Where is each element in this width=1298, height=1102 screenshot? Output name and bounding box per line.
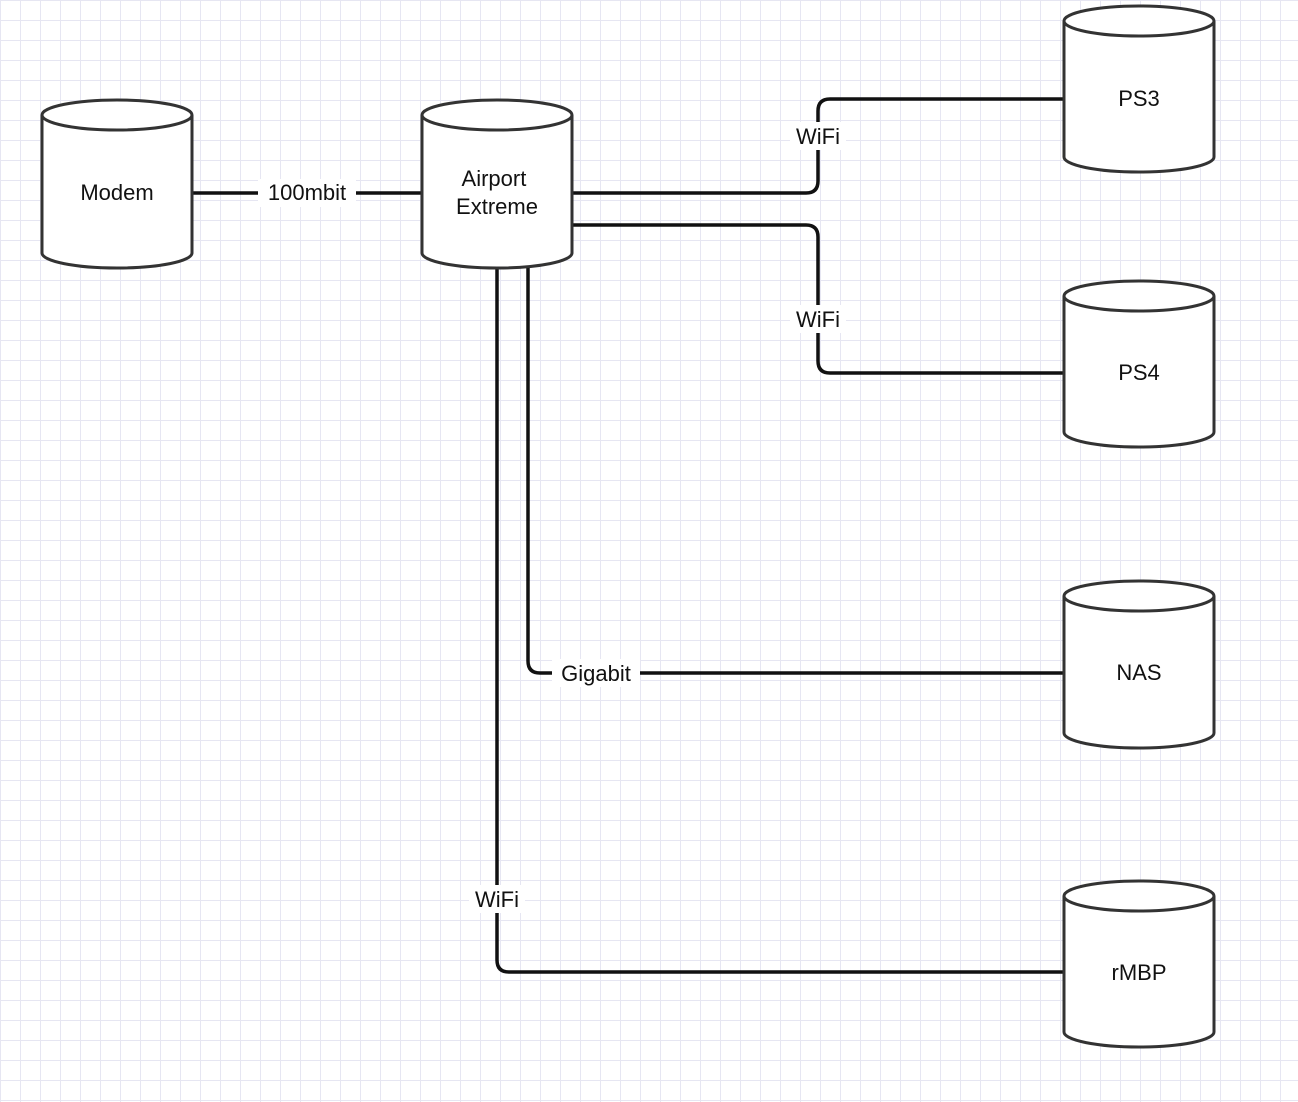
svg-text:WiFi: WiFi — [796, 124, 840, 149]
node-ps4[interactable]: PS4 — [1062, 279, 1216, 449]
svg-text:Gigabit: Gigabit — [561, 661, 631, 686]
edge-label-airport-rmbp: WiFi — [469, 885, 525, 913]
edge-airport-ps4 — [572, 223, 1064, 375]
node-airport-extreme[interactable]: Airport Extreme — [420, 98, 574, 270]
node-nas[interactable]: NAS — [1062, 579, 1216, 750]
svg-text:WiFi: WiFi — [475, 887, 519, 912]
node-rmbp[interactable]: rMBP — [1062, 879, 1216, 1049]
edge-airport-nas — [526, 268, 1064, 675]
svg-text:100mbit: 100mbit — [268, 180, 346, 205]
node-label-modem: Modem — [80, 180, 153, 205]
edge-label-airport-ps3: WiFi — [790, 122, 846, 150]
node-ps3[interactable]: PS3 — [1062, 4, 1216, 174]
node-modem[interactable]: Modem — [40, 98, 194, 270]
edge-label-airport-ps4: WiFi — [790, 305, 846, 333]
svg-text:WiFi: WiFi — [796, 307, 840, 332]
node-label-ps4: PS4 — [1118, 360, 1160, 385]
edge-label-modem-airport: 100mbit — [258, 179, 356, 207]
edge-label-airport-nas: Gigabit — [552, 659, 640, 687]
node-label-airport-extreme: Airport Extreme — [456, 166, 538, 219]
node-label-ps3: PS3 — [1118, 86, 1160, 111]
node-label-nas: NAS — [1116, 660, 1161, 685]
edge-airport-rmbp — [495, 268, 1064, 974]
node-label-rmbp: rMBP — [1112, 960, 1167, 985]
